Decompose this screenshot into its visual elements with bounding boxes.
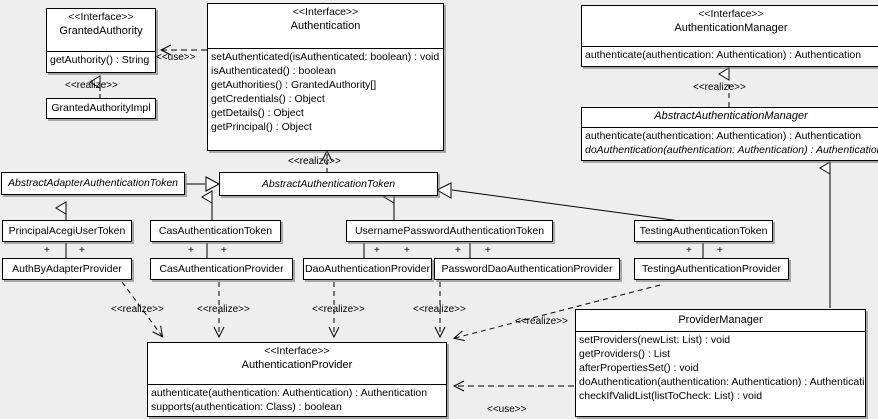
- class-auth-by-adapter-provider[interactable]: AuthByAdapterProvider: [2, 258, 132, 280]
- edge-label-use-grantedauthority: <<use>>: [156, 52, 196, 63]
- operation: doAuthentication(authentication: Authent…: [585, 144, 878, 156]
- class-authentication-manager[interactable]: <<Interface>> AuthenticationManager auth…: [581, 5, 878, 67]
- class-testing-authentication-token[interactable]: TestingAuthenticationToken: [634, 220, 773, 242]
- class-operations: getAuthority() : String: [47, 51, 155, 68]
- class-name: CasAuthenticationProvider: [159, 262, 284, 275]
- class-operations: setProviders(newList: List) : void getPr…: [576, 331, 865, 404]
- class-password-dao-authentication-provider[interactable]: PasswordDaoAuthenticationProvider: [434, 258, 620, 280]
- class-principal-acegi-user-token[interactable]: PrincipalAcegiUserToken: [2, 220, 132, 242]
- association-marker-plus: +: [404, 245, 410, 256]
- class-granted-authority[interactable]: <<Interface>> GrantedAuthority getAuthor…: [46, 8, 156, 73]
- class-testing-authentication-provider[interactable]: TestingAuthenticationProvider: [634, 258, 789, 280]
- class-stereotype: <<Interface>>: [68, 11, 134, 23]
- class-abstract-authentication-manager[interactable]: AbstractAuthenticationManager authentica…: [581, 107, 878, 161]
- edge-abstractadaptertoken-to-abstracttoken: [186, 176, 221, 192]
- class-header: AbstractAuthenticationManager: [582, 108, 878, 127]
- association-marker-plus: +: [485, 245, 491, 256]
- operation: supports(authentication: Class) : boolea…: [151, 401, 342, 413]
- class-operations: setAuthenticated(isAuthenticated: boolea…: [208, 48, 443, 135]
- class-name: DaoAuthenticationProvider: [305, 262, 430, 275]
- class-name: PrincipalAcegiUserToken: [8, 224, 126, 237]
- class-stereotype: <<Interface>>: [292, 6, 359, 18]
- operation: doAuthentication(authentication: Authent…: [579, 376, 866, 388]
- operation: getCredentials() : Object: [211, 93, 325, 105]
- operation: getPrincipal() : Object: [211, 121, 312, 133]
- operation: authenticate(authentication: Authenticat…: [151, 387, 428, 399]
- association-marker-plus: +: [44, 245, 50, 256]
- class-provider-manager[interactable]: ProviderManager setProviders(newList: Li…: [575, 309, 866, 417]
- class-name: AuthenticationManager: [674, 22, 788, 34]
- edge-label-use-providermanager: <<use>>: [487, 404, 527, 415]
- class-cas-authentication-provider[interactable]: CasAuthenticationProvider: [150, 258, 293, 280]
- class-header: <<Interface>> GrantedAuthority: [47, 9, 155, 51]
- class-name: AuthenticationProvider: [241, 359, 353, 371]
- operation: isAuthenticated() : boolean: [211, 65, 336, 77]
- class-header: <<Interface>> AuthenticationProvider: [148, 343, 446, 384]
- association-marker-plus: +: [717, 245, 723, 256]
- operation: getProviders() : List: [579, 348, 671, 360]
- association-marker-plus: +: [455, 245, 461, 256]
- class-operations: authenticate(authentication: Authenticat…: [582, 46, 878, 63]
- class-name: Authentication: [290, 20, 361, 32]
- class-name: CasAuthenticationToken: [158, 224, 273, 237]
- class-operations: authenticate(authentication: Authenticat…: [582, 127, 878, 158]
- class-name: AuthByAdapterProvider: [12, 262, 122, 275]
- class-name: AbstractAdapterAuthenticationToken: [7, 177, 179, 189]
- class-name: UsernamePasswordAuthenticationToken: [354, 224, 545, 237]
- class-granted-authority-impl[interactable]: GrantedAuthorityImpl: [46, 98, 156, 119]
- edge-label-realize-authbyadapter: <<realize>>: [111, 304, 164, 315]
- class-name: PasswordDaoAuthenticationProvider: [441, 262, 613, 275]
- class-abstract-authentication-token[interactable]: AbstractAuthenticationToken: [219, 172, 438, 196]
- operation: afterPropertiesSet() : void: [579, 362, 699, 374]
- edge-label-realize-cas: <<realize>>: [197, 304, 250, 315]
- operation: authenticate(authentication: Authenticat…: [585, 49, 862, 61]
- class-name: GrantedAuthority: [59, 25, 143, 37]
- class-header: ProviderManager: [576, 310, 865, 331]
- edge-testingauthenticationtoken-extends-abstracttoken: [435, 182, 681, 222]
- operation: getAuthorities() : GrantedAuthority[]: [211, 79, 377, 91]
- operation: setAuthenticated(isAuthenticated: boolea…: [211, 51, 440, 63]
- edge-label-realize-passworddao: <<realize>>: [413, 304, 466, 315]
- edge-label-realize-abstracttoken: <<realize>>: [288, 156, 341, 167]
- edge-label-realize-dao: <<realize>>: [312, 304, 365, 315]
- class-dao-authentication-provider[interactable]: DaoAuthenticationProvider: [303, 258, 432, 280]
- class-name: TestingAuthenticationProvider: [642, 262, 781, 275]
- class-abstract-adapter-authentication-token[interactable]: AbstractAdapterAuthenticationToken: [1, 172, 185, 195]
- edge-label-realize-abstractmanager: <<realize>>: [693, 82, 746, 93]
- association-marker-plus: +: [686, 245, 692, 256]
- class-header: <<Interface>> Authentication: [208, 4, 443, 48]
- class-name: TestingAuthenticationToken: [639, 224, 768, 237]
- association-marker-plus: +: [221, 245, 227, 256]
- association-marker-plus: +: [79, 245, 85, 256]
- class-username-password-authentication-token[interactable]: UsernamePasswordAuthenticationToken: [346, 220, 553, 242]
- association-marker-plus: +: [374, 245, 380, 256]
- class-stereotype: <<Interface>>: [264, 345, 330, 357]
- operation: setProviders(newList: List) : void: [579, 334, 731, 346]
- operation: authenticate(authentication: Authenticat…: [585, 130, 862, 142]
- class-name: AbstractAuthenticationManager: [654, 110, 808, 122]
- association-marker-plus: +: [188, 245, 194, 256]
- class-cas-authentication-token[interactable]: CasAuthenticationToken: [150, 220, 281, 242]
- edge-label-realize-grantedauthorityimpl: <<realize>>: [65, 80, 118, 91]
- operation: getDetails() : Object: [211, 107, 304, 119]
- class-authentication[interactable]: <<Interface>> Authentication setAuthenti…: [207, 3, 444, 151]
- edge-label-realize-testing: <<realize>>: [515, 316, 568, 327]
- operation: getAuthority() : String: [50, 54, 150, 66]
- class-header: <<Interface>> AuthenticationManager: [582, 6, 878, 46]
- class-name: GrantedAuthorityImpl: [51, 102, 151, 114]
- class-name: ProviderManager: [678, 314, 763, 326]
- class-stereotype: <<Interface>>: [698, 8, 764, 20]
- class-operations: authenticate(authentication: Authenticat…: [148, 384, 446, 415]
- class-name: AbstractAuthenticationToken: [261, 177, 396, 190]
- operation: checkIfValidList(listToCheck: List) : vo…: [579, 390, 763, 402]
- class-authentication-provider[interactable]: <<Interface>> AuthenticationProvider aut…: [147, 342, 447, 417]
